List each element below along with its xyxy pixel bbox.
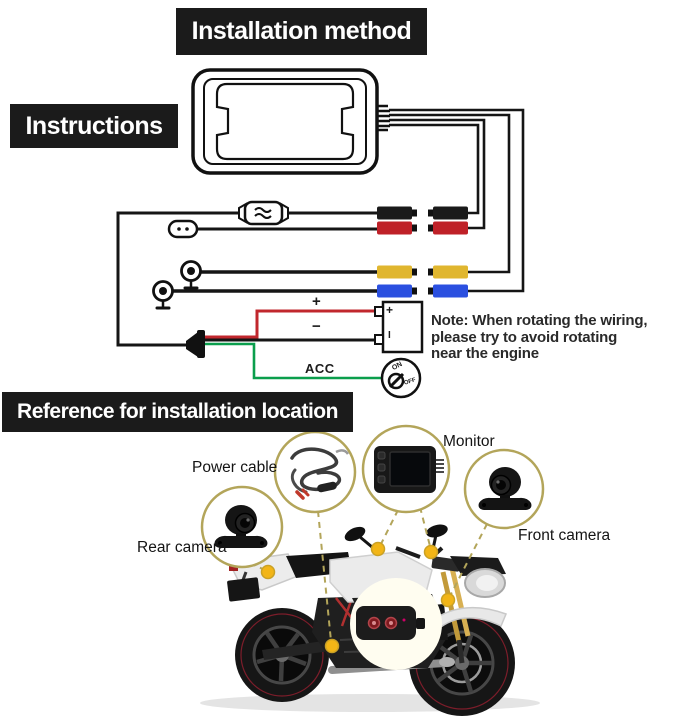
- front-fender: [428, 606, 507, 632]
- camera-lead-2: [152, 280, 377, 310]
- monitor-screen-notched: [215, 82, 355, 161]
- mirrors: [344, 524, 448, 550]
- battery-plus-terminal-label: +: [386, 303, 394, 317]
- remote-button-icon: [167, 219, 199, 239]
- camera-plug-icon: [180, 260, 202, 290]
- control-box-highlight: [350, 578, 442, 670]
- note-line-1: Note: When rotating the wiring,: [431, 312, 648, 329]
- license-plate: [227, 571, 260, 602]
- ignition-switch: [380, 357, 422, 399]
- power-cable-label: Power cable: [192, 459, 278, 476]
- wiring-diagram: [116, 68, 525, 399]
- remote-lead: [167, 219, 377, 239]
- connector-pair-blue: [377, 284, 468, 298]
- monitor-outline-drawing: [191, 68, 390, 175]
- filter-icon: [238, 200, 289, 226]
- note-line-2: please try to avoid rotating: [431, 328, 618, 346]
- acc-wire-label: ACC: [305, 361, 335, 376]
- connector-pair-red: [377, 221, 468, 235]
- monitor-wires: [389, 108, 525, 293]
- monitor-label: Monitor: [443, 433, 495, 450]
- battery-positive-wire: [205, 309, 375, 339]
- reference-title: Reference for installation location: [2, 392, 353, 432]
- camera-plug-icon: [152, 280, 174, 310]
- callout-front-camera: [463, 448, 545, 530]
- battery-minus-terminal-label: I: [388, 330, 391, 341]
- motorcycle-illustration: [200, 424, 545, 716]
- connector-pair-yellow: [377, 265, 468, 279]
- mounting-point-markers: [260, 541, 456, 654]
- power-cable-photo: [290, 447, 350, 500]
- front-camera-label: Front camera: [518, 527, 611, 544]
- ignition-key-icon: [387, 372, 405, 390]
- battery-box: [374, 300, 424, 354]
- positive-wire-label: +: [312, 293, 321, 310]
- power-lead-with-filter: [116, 200, 377, 347]
- negative-wire-label: −: [312, 318, 321, 335]
- note-line-3: near the engine: [431, 345, 539, 362]
- monitor-photo: [374, 446, 444, 493]
- callout-power-cable: [273, 430, 357, 514]
- callout-rear-camera: [200, 485, 284, 569]
- acc-wire: [205, 342, 381, 380]
- power-plug-icon: [186, 330, 205, 358]
- installation-method-title: Installation method: [176, 8, 427, 55]
- rear-camera-label: Rear camera: [137, 539, 227, 556]
- rotation-warning-note: Note: When rotating the wiring, please t…: [431, 312, 673, 363]
- instructions-title: Instructions: [10, 104, 178, 148]
- cable-gland-icon: [376, 104, 390, 132]
- camera-lead-1: [180, 260, 377, 290]
- callout-monitor: [361, 424, 451, 514]
- connector-pair-black: [377, 206, 468, 220]
- headlight: [464, 568, 506, 598]
